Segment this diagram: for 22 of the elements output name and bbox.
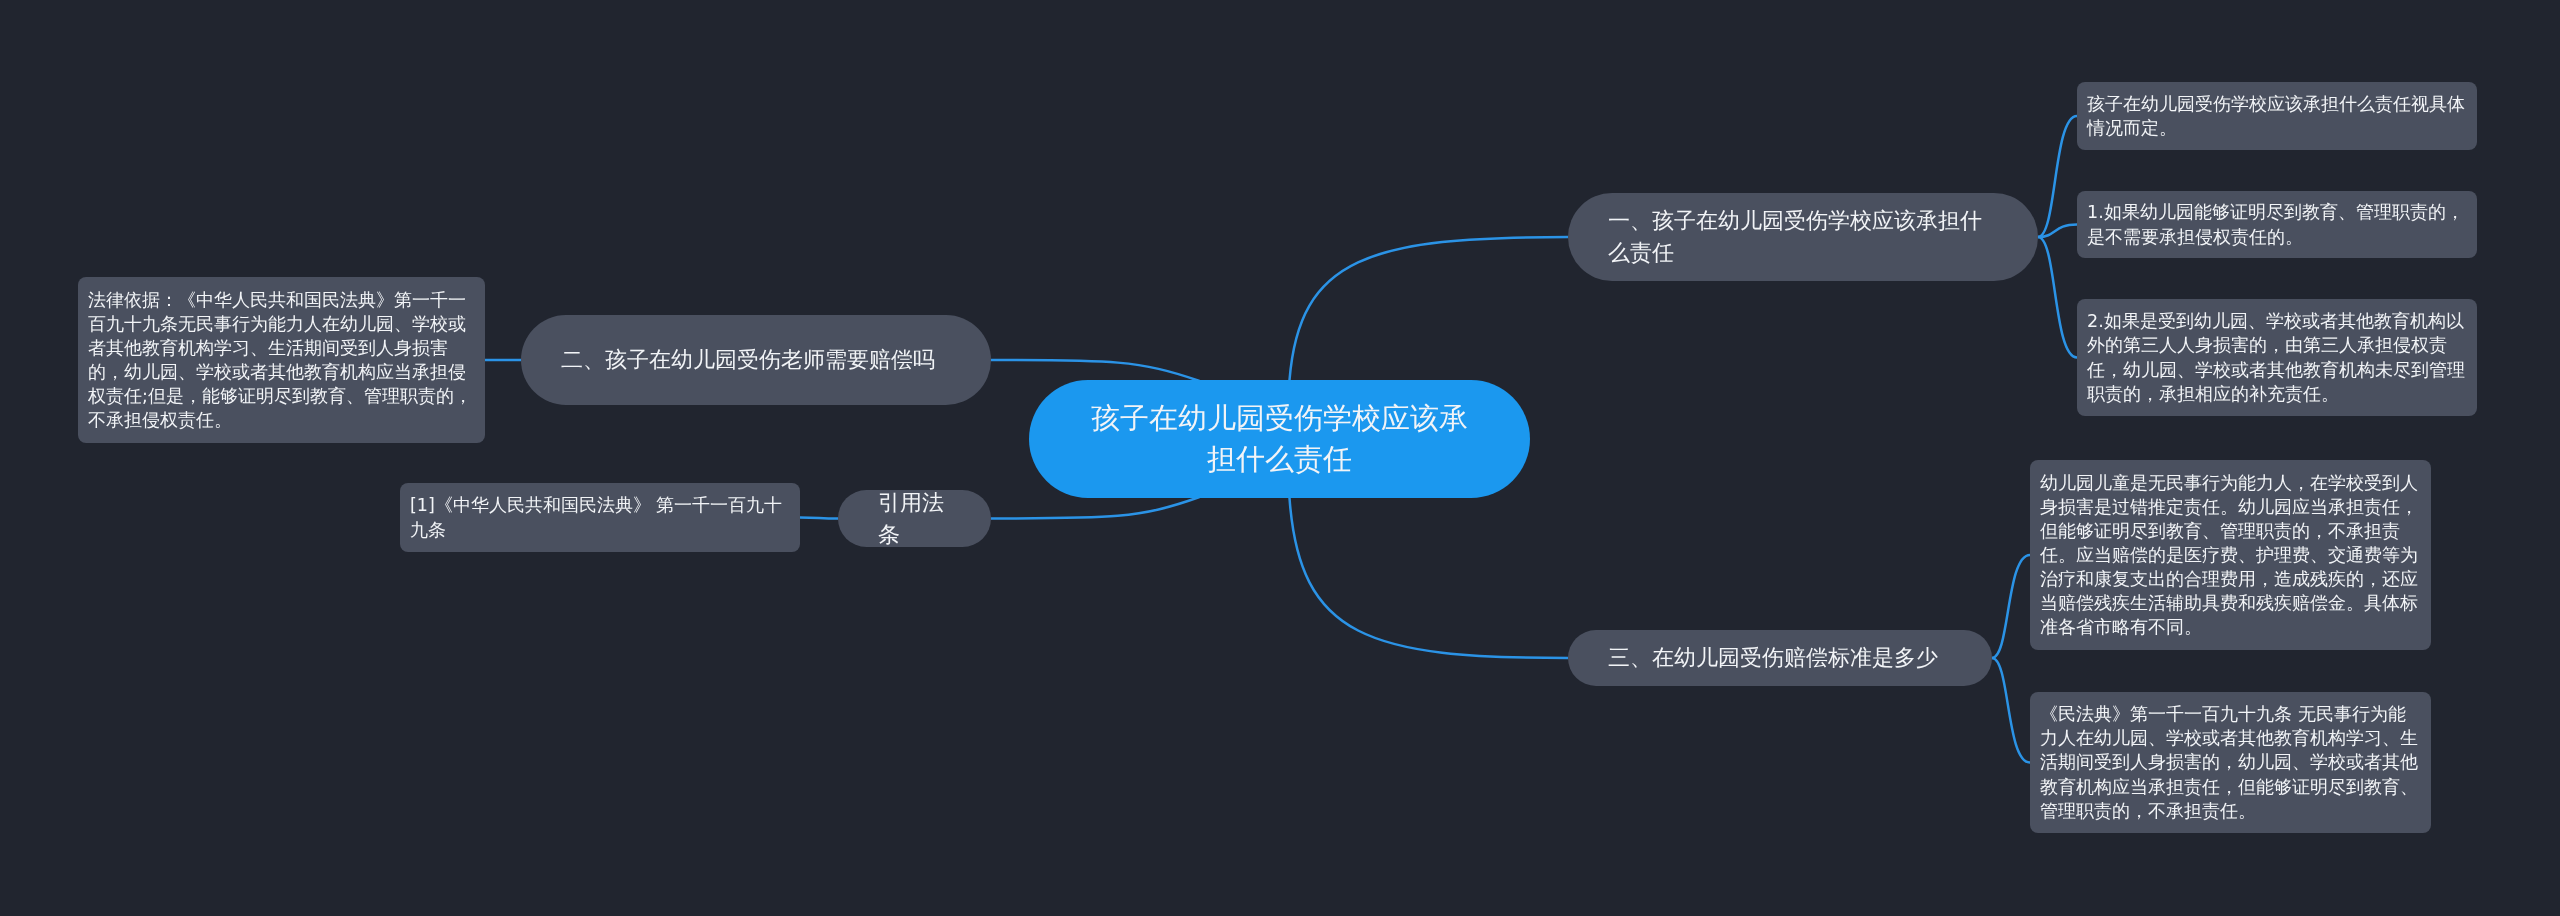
note-box: 1.如果幼儿园能够证明尽到教育、管理职责的，是不需要承担侵权责任的。 [2077,191,2477,258]
topic-box: 三、在幼儿园受伤赔偿标准是多少 [1568,630,1992,686]
note-box: 2.如果是受到幼儿园、学校或者其他教育机构以外的第三人人身损害的，由第三人承担侵权责任，幼儿园、学校或者其他教育机构未尽到管理职责的，承担相应的补充责任。 [2077,299,2477,416]
connector-line [991,358,1200,383]
note-box: 孩子在幼儿园受伤学校应该承担什么责任视具体情况而定。 [2077,82,2477,150]
connector-line [2037,235,2078,359]
connector-line [1288,497,1568,660]
connector-line [485,358,521,362]
note-box: 法律依据：《中华人民共和国民法典》第一千一百九十九条无民事行为能力人在幼儿园、学校或者其他教育机构学习、生活期间受到人身损害的，幼儿园、学校或者其他教育机构应当承担侵权责任;但是，能够证明尽到教育、管理职责的，不承担侵权责任。 [78,277,485,443]
connector-line [1288,235,1568,381]
note-box: [1]《中华人民共和国民法典》 第一千一百九十九条 [400,483,800,552]
note-box: 《民法典》第一千一百九十九条 无民事行为能力人在幼儿园、学校或者其他教育机构学习、生活期间受到人身损害的，幼儿园、学校或者其他教育机构应当承担责任，但能够证明尽到教育、管理职责的，不承担责任。 [2030,692,2431,833]
central-topic-box: 孩子在幼儿园受伤学校应该承担什么责任 [1029,380,1530,498]
connector-line [800,516,838,520]
connector-line [1991,656,2031,764]
topic-box: 一、孩子在幼儿园受伤学校应该承担什么责任 [1568,193,2038,281]
connector-line [991,495,1200,520]
topic-box: 引用法条 [838,490,991,547]
note-box: 幼儿园儿童是无民事行为能力人，在学校受到人身损害是过错推定责任。幼儿园应当承担责任，但能够证明尽到教育、管理职责的，不承担责任。应当赔偿的是医疗费、护理费、交通费等为治疗和康复支出的合理费用，造成残疾的，还应当赔偿残疾生活辅助具费和残疾赔偿金。具体标准各省市略有不同。 [2030,460,2431,650]
connector-line [2037,114,2078,239]
topic-box: 二、孩子在幼儿园受伤老师需要赔偿吗 [521,315,991,405]
connector-line [1991,553,2031,660]
